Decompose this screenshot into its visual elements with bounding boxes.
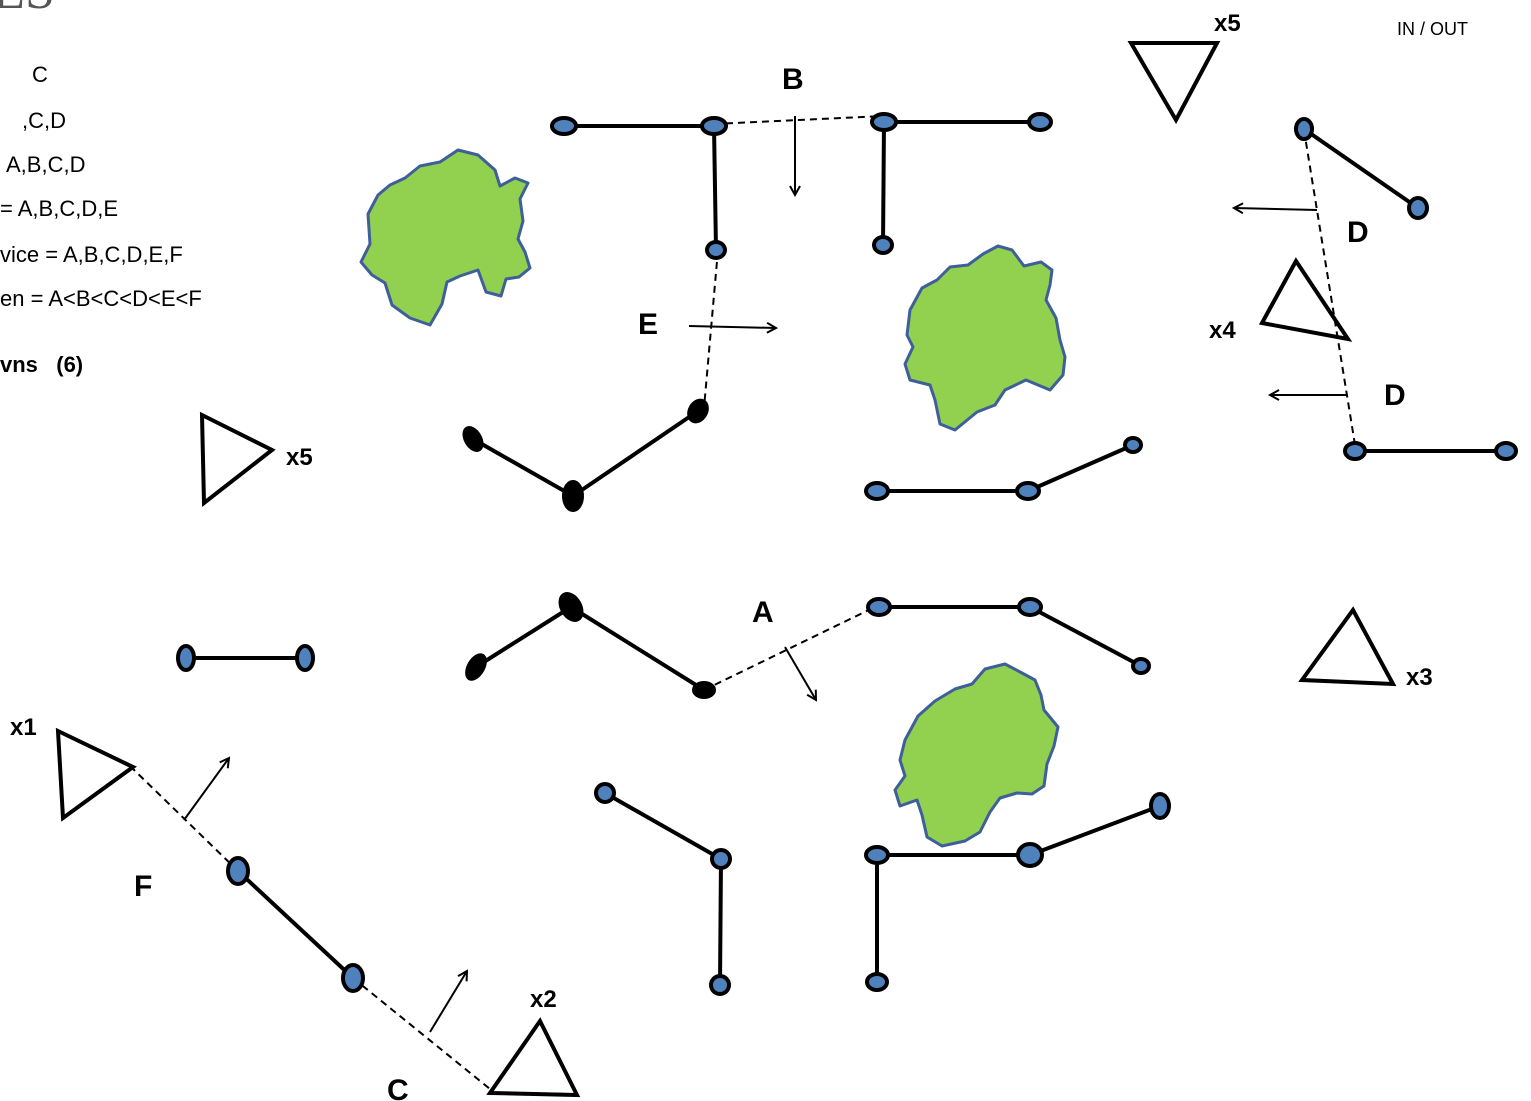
spawn-triangle-icon	[486, 1017, 581, 1098]
node	[692, 681, 716, 699]
node	[866, 597, 892, 617]
gap-lines	[129, 115, 1357, 1090]
node	[864, 845, 890, 865]
rule-line: = A,B,C,D,E	[0, 196, 118, 221]
gap-label: A	[752, 596, 774, 629]
spawn-triangle-icon	[199, 411, 276, 508]
node	[462, 426, 484, 452]
node	[865, 972, 889, 992]
arrow-f	[183, 758, 229, 821]
gap-label: D	[1347, 216, 1369, 249]
node	[594, 782, 616, 804]
arrow-c	[429, 971, 467, 1033]
spawns-count-label: vns (6)	[0, 352, 83, 377]
spawn-multiplier: x5	[1214, 10, 1241, 37]
blue-nodes	[176, 112, 1518, 996]
node	[558, 592, 584, 622]
obstacle-blob	[359, 148, 532, 327]
spawn-triangle-icon	[55, 727, 137, 822]
arrow-d-upper	[1234, 208, 1318, 210]
direction-arrows	[183, 116, 1347, 1033]
spawn-triangles	[55, 41, 1397, 1098]
gap-label: F	[134, 870, 152, 903]
black-nodes	[462, 398, 716, 699]
obstacles	[359, 148, 1067, 848]
arrow-a	[784, 646, 816, 700]
node	[1494, 441, 1518, 461]
node	[1123, 436, 1143, 454]
gap-label: C	[387, 1074, 409, 1101]
node	[705, 240, 727, 260]
arrow-e	[688, 326, 776, 328]
spawn-multiplier: x3	[1406, 664, 1433, 691]
node	[1016, 842, 1044, 868]
node	[710, 848, 732, 870]
spawn-multiplier: x5	[286, 444, 313, 471]
gap-label: B	[782, 63, 804, 96]
node	[709, 974, 731, 996]
gap-label: E	[638, 308, 658, 341]
node	[295, 644, 315, 672]
rule-line: A,B,C,D	[6, 152, 85, 177]
node	[864, 481, 890, 501]
node	[870, 112, 898, 132]
node	[872, 235, 894, 255]
title-fragment: ES	[0, 0, 55, 20]
node	[226, 856, 250, 886]
spawn-multiplier: x1	[10, 714, 37, 741]
rule-line: vice = A,B,C,D,E,F	[0, 242, 183, 267]
node	[1017, 597, 1043, 617]
in-out-label: IN / OUT	[1397, 19, 1468, 39]
obstacle-blob	[903, 244, 1067, 432]
node	[1015, 481, 1041, 501]
node	[1343, 441, 1367, 461]
spawn-multiplier: x4	[1209, 317, 1236, 344]
spawn-triangle-icon	[1127, 41, 1221, 125]
obstacle-blob	[893, 662, 1060, 848]
node	[1027, 112, 1053, 132]
node	[1294, 117, 1314, 141]
node	[700, 116, 728, 136]
node	[687, 398, 709, 424]
rule-line: en = A<B<C<D<E<F	[0, 286, 202, 311]
gap-label: D	[1384, 379, 1406, 412]
spawn-triangle-icon	[1258, 257, 1353, 342]
rule-line: C	[32, 62, 48, 87]
node	[341, 963, 365, 993]
node	[465, 653, 487, 681]
node	[550, 116, 578, 136]
node	[1149, 792, 1171, 820]
node	[1131, 657, 1151, 675]
wall-segments	[186, 120, 1506, 986]
node	[1407, 196, 1429, 220]
node	[176, 644, 196, 672]
spawn-multiplier: x2	[530, 986, 557, 1013]
rule-line: ,C,D	[22, 108, 66, 133]
spawn-triangle-icon	[1298, 606, 1397, 687]
node	[562, 480, 584, 512]
